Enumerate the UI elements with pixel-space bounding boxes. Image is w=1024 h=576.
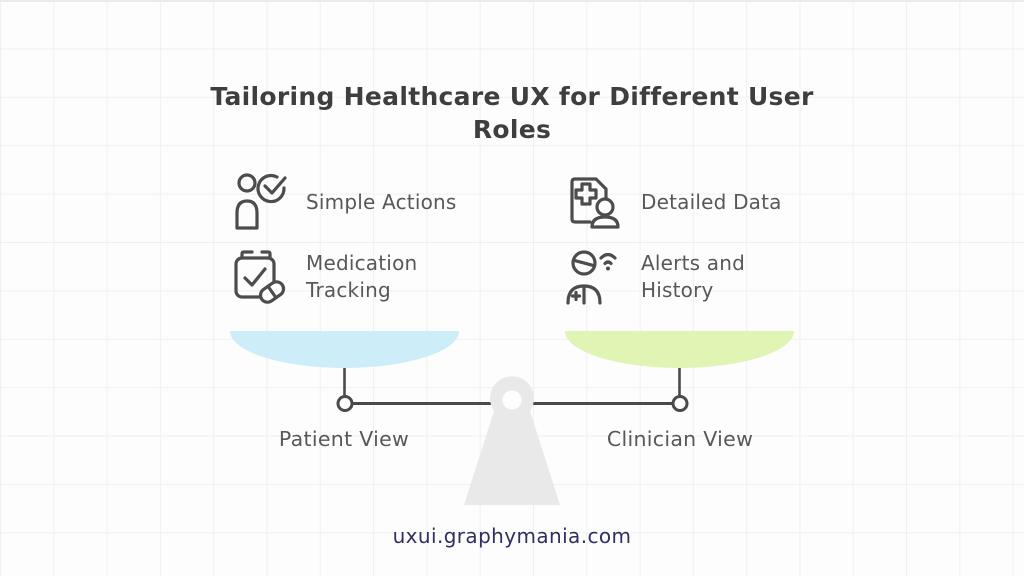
beam-pivot-right <box>671 395 689 412</box>
website-credit: uxui.graphymania.com <box>392 524 632 548</box>
balance-scale <box>230 331 794 505</box>
patient-bowl <box>230 331 459 368</box>
page-title: Tailoring Healthcare UX for Different Us… <box>210 82 814 144</box>
medication-tracking-icon <box>226 245 290 309</box>
feature-label: Detailed Data <box>641 189 782 214</box>
feature-label: Medication Tracking <box>306 251 418 302</box>
patient-view-label: Patient View <box>278 427 410 451</box>
clinician-bowl <box>565 331 794 368</box>
feature-detailed-data: Detailed Data <box>561 170 782 234</box>
feature-label: Simple Actions <box>306 189 457 214</box>
clinician-alerts-icon <box>561 245 625 309</box>
feature-simple-actions: Simple Actions <box>226 170 457 234</box>
feature-alerts-history: Alerts and History <box>561 245 765 309</box>
beam-pivot-left <box>336 395 354 412</box>
feature-label: Alerts and History <box>641 251 746 302</box>
top-divider <box>0 0 1024 2</box>
patient-check-icon <box>226 170 290 234</box>
pedestal-hole <box>502 390 522 410</box>
feature-medication-tracking: Medication Tracking <box>226 245 430 309</box>
medical-document-icon <box>561 170 625 234</box>
clinician-view-label: Clinician View <box>606 427 754 451</box>
scale-pedestal <box>464 376 560 505</box>
